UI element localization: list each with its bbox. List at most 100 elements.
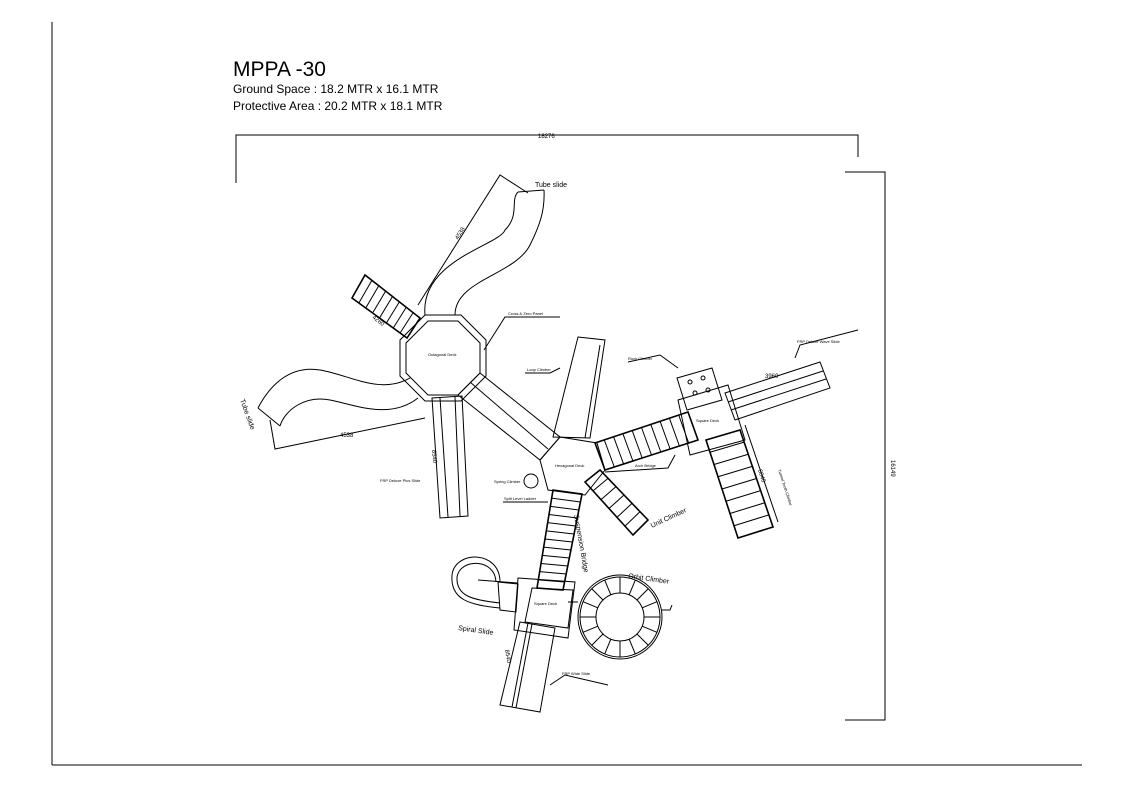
square-deck: Square Deck [513,577,576,639]
ladder-rung [659,421,671,450]
plus-slide-dimension: 8540 [430,450,437,464]
ladder-rung [713,453,749,465]
ladder-rung [668,418,680,447]
ladder-rung [365,285,380,309]
ladder-rung [725,490,761,502]
ladder-rung [546,530,575,535]
ladder-rung [385,301,400,324]
ladder-rung [603,439,615,468]
ladder-rung [678,414,690,444]
orbit-spoke [628,638,636,655]
deck-connector-bridge [457,372,561,461]
tunnel-climber-label: Tunnel Tooth Climber [777,469,794,507]
spiral-slide: Spiral Slide [451,556,519,637]
ladder-rung [392,306,407,329]
wide-slide-label: FRP Wide Slide [562,671,591,676]
unit-climber: Unit Climber [583,468,688,537]
ladder-rung [729,502,765,514]
orbit-spoke [628,579,636,596]
arch-bridge-label: Arch Bridge [635,463,657,468]
ladder-rung [542,554,570,559]
orbit-spoke [636,588,649,601]
ladder-rung [631,430,643,459]
ladder-rung [709,441,745,453]
tunnel-climber-dimension: 6040 [756,469,766,484]
ladder-rung [592,477,609,492]
loop-climber: Loop Climber [525,336,606,439]
suspension-bridge: Suspension Bridge [536,489,589,591]
overall-depth-value: 16149 [889,460,895,477]
cross-zero-panel-label: Cross & Zero Panel [508,311,543,316]
ladder-rung [622,433,634,462]
spiral-slide-label: Spiral Slide [458,625,494,637]
protective-area-text: Protective Area : 20.2 MTR x 18.1 MTR [233,99,443,113]
tube-slide-left: 4538 Tube slide [238,368,426,450]
plus-slide-label: FRP Deluxe Plus Slide [380,478,421,483]
ladder-upper-left: 4260 [350,273,422,340]
orbit-spoke [591,633,604,646]
drawing-title: MPPA -30 [233,58,326,81]
ladder-rung [550,505,579,511]
suspension-bridge-label: Suspension Bridge [572,514,589,573]
overall-width-dimension: 18276 [235,134,859,183]
orbit-spoke [604,579,612,596]
orbit-spoke [636,633,649,646]
loop-climber-label: Loop Climber [527,367,551,372]
ladder-rung [540,563,568,567]
square-deck-label: Square Deck [534,601,557,606]
ladder-rung [624,511,641,527]
tube-slide-top-label: Tube slide [535,182,567,189]
frp-deluxe-plus-slide: 8540 FRP Deluxe Plus Slide [380,395,469,519]
tube-slide-left-dimension: 4538 [340,433,354,439]
wide-slide-dimension: 8540 [503,649,511,664]
ladder-rung [616,502,633,518]
orbit-climber: Orbit Climber [568,573,673,660]
ladder-rung [613,436,625,465]
ladder-rung [372,290,387,314]
overall-depth-dimension: 16149 [845,171,895,721]
ladder-rung [539,571,567,575]
orbit-spoke [591,588,604,601]
tunnel-tooth-climber: 6040 Tunnel Tooth Climber [704,424,794,540]
ladder-rung [721,478,757,490]
square-deck-right: Square Deck [676,367,746,456]
ladder-rung [379,296,393,319]
wave-slide-label: FRP Deluxe Wave Slide [797,339,840,344]
ladder-rung [399,312,414,334]
split-level-ladder: Split Level Ladder [503,496,548,503]
unit-climber-label: Unit Climber [650,507,688,530]
frp-wide-slide: 8540 FRP Wide Slide [499,621,609,713]
ladder-rung [547,522,576,527]
frp-deluxe-wave-slide: 3960 FRP Deluxe Wave Slide [724,329,859,421]
orbit-spoke [582,601,599,609]
ladder-rung [543,546,571,551]
spring-climber-label: Spring Climber [494,479,521,484]
arch-bridge: Arch Bridge [593,410,700,473]
rock-climber: Rock Climber [627,354,679,369]
square-deck-right-label: Square Deck [696,418,719,423]
ladder-rung [641,427,652,456]
tube-slide-left-label: Tube slide [238,398,256,431]
cross-zero-panel: Cross & Zero Panel [483,311,560,351]
orbit-spoke [641,601,658,609]
ladder-rung [717,465,753,478]
rock-climber-label: Rock Climber [628,356,653,361]
orbit-spoke [604,638,612,655]
ladder-rung [548,514,578,519]
orbit-spoke [641,625,658,633]
spring-climber: Spring Climber [494,473,539,489]
ladder-rung [600,486,617,501]
hexagonal-deck-label: Hexagonal Deck [555,463,584,468]
tube-slide-top-dimension: 4538 [455,226,468,241]
ladder-rung [608,494,625,509]
orbit-spoke [582,625,599,633]
overall-width-value: 18276 [538,134,555,140]
octagonal-deck-label: Octagonal Deck [428,352,456,357]
ladder-rung [650,424,662,453]
ladder-rung [551,497,581,503]
wave-slide-dimension: 3960 [765,374,779,380]
ladder-rung [733,514,770,527]
ladder-rung [544,538,573,543]
tube-slide-top: 4538 Tube slide [417,174,567,316]
